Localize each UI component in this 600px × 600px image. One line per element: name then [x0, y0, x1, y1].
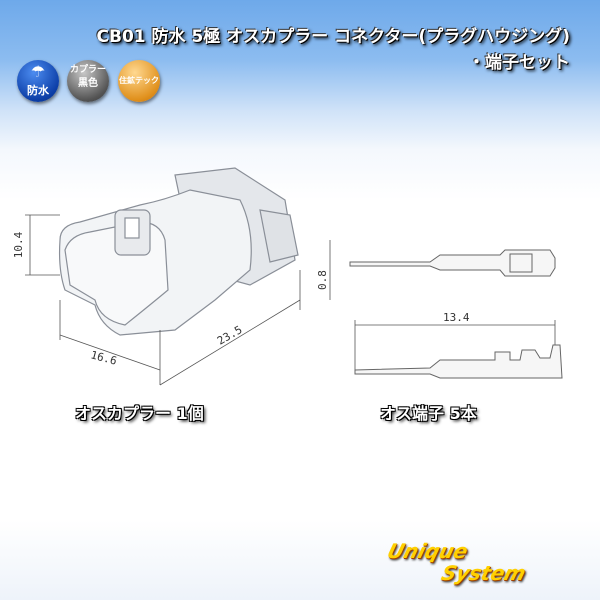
terminal-side-view: [354, 344, 563, 379]
title-line-2: ・端子セット: [468, 53, 570, 73]
dimension-lines: [25, 214, 556, 386]
umbrella-icon: ☂: [30, 62, 46, 81]
coupler-housing: [58, 167, 299, 336]
dimension-height: 10.4: [12, 231, 25, 258]
terminal-top-view: [349, 249, 556, 277]
dimension-terminal-thickness: 0.8: [316, 270, 329, 290]
badge-label: カプラー: [69, 65, 106, 75]
dimension-terminal-length: 13.4: [443, 311, 470, 324]
dimension-width: 16.6: [89, 348, 118, 367]
badge-label: 黒色: [78, 78, 98, 89]
product-title: CB01 防水 5極 オスカプラー コネクター(プラグハウジング) ・端子セット: [0, 24, 570, 76]
waterproof-badge: ☂ 防水: [17, 60, 59, 102]
manufacturer-badge: 住鉱テック: [118, 60, 160, 102]
logo-line-2: System: [438, 561, 529, 585]
badge-label: 防水: [27, 84, 49, 97]
badge-label: 住鉱テック: [119, 76, 159, 85]
coupler-caption: オスカプラー 1個: [75, 404, 204, 423]
color-badge: カプラー 黒色: [67, 60, 109, 102]
title-line-1: CB01 防水 5極 オスカプラー コネクター(プラグハウジング): [96, 27, 570, 47]
logo-line-1: Unique: [384, 539, 471, 563]
dimension-length: 23.5: [215, 323, 244, 348]
unique-system-logo: Unique System: [379, 539, 534, 585]
terminal-caption: オス端子 5本: [380, 404, 477, 423]
